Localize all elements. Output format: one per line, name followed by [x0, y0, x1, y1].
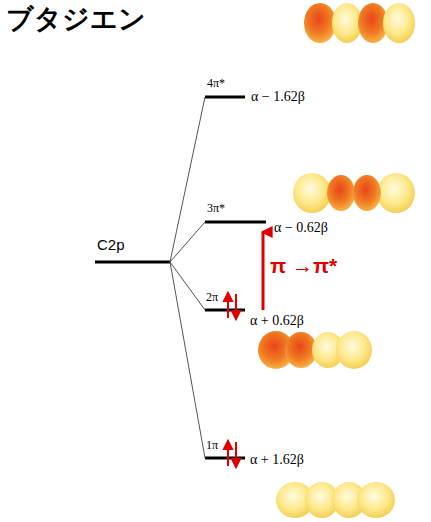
orbital-name: 1π [206, 439, 218, 453]
level-name: C2p [97, 236, 125, 253]
transition-label: π →π* [270, 254, 337, 278]
energy-value: α + 1.62β [250, 452, 304, 468]
orbital-4pi-star [304, 3, 415, 43]
orbital-3pi-star [293, 173, 415, 213]
orbital-name: 2π [206, 291, 218, 305]
orbital-2pi [258, 331, 372, 369]
orbital-name: 3π* [207, 202, 225, 216]
energy-value: α − 1.62β [251, 89, 305, 105]
energy-value: α − 0.62β [274, 220, 328, 236]
excitation-arrow [262, 232, 265, 310]
orbital-1pi [276, 482, 395, 518]
title: ブタジエン [6, 4, 146, 35]
electron-pairs [224, 293, 240, 467]
correlation-lines [170, 97, 205, 458]
orbital-name: 4π* [207, 77, 225, 91]
energy-levels [95, 97, 266, 458]
energy-value: α + 0.62β [250, 313, 304, 329]
